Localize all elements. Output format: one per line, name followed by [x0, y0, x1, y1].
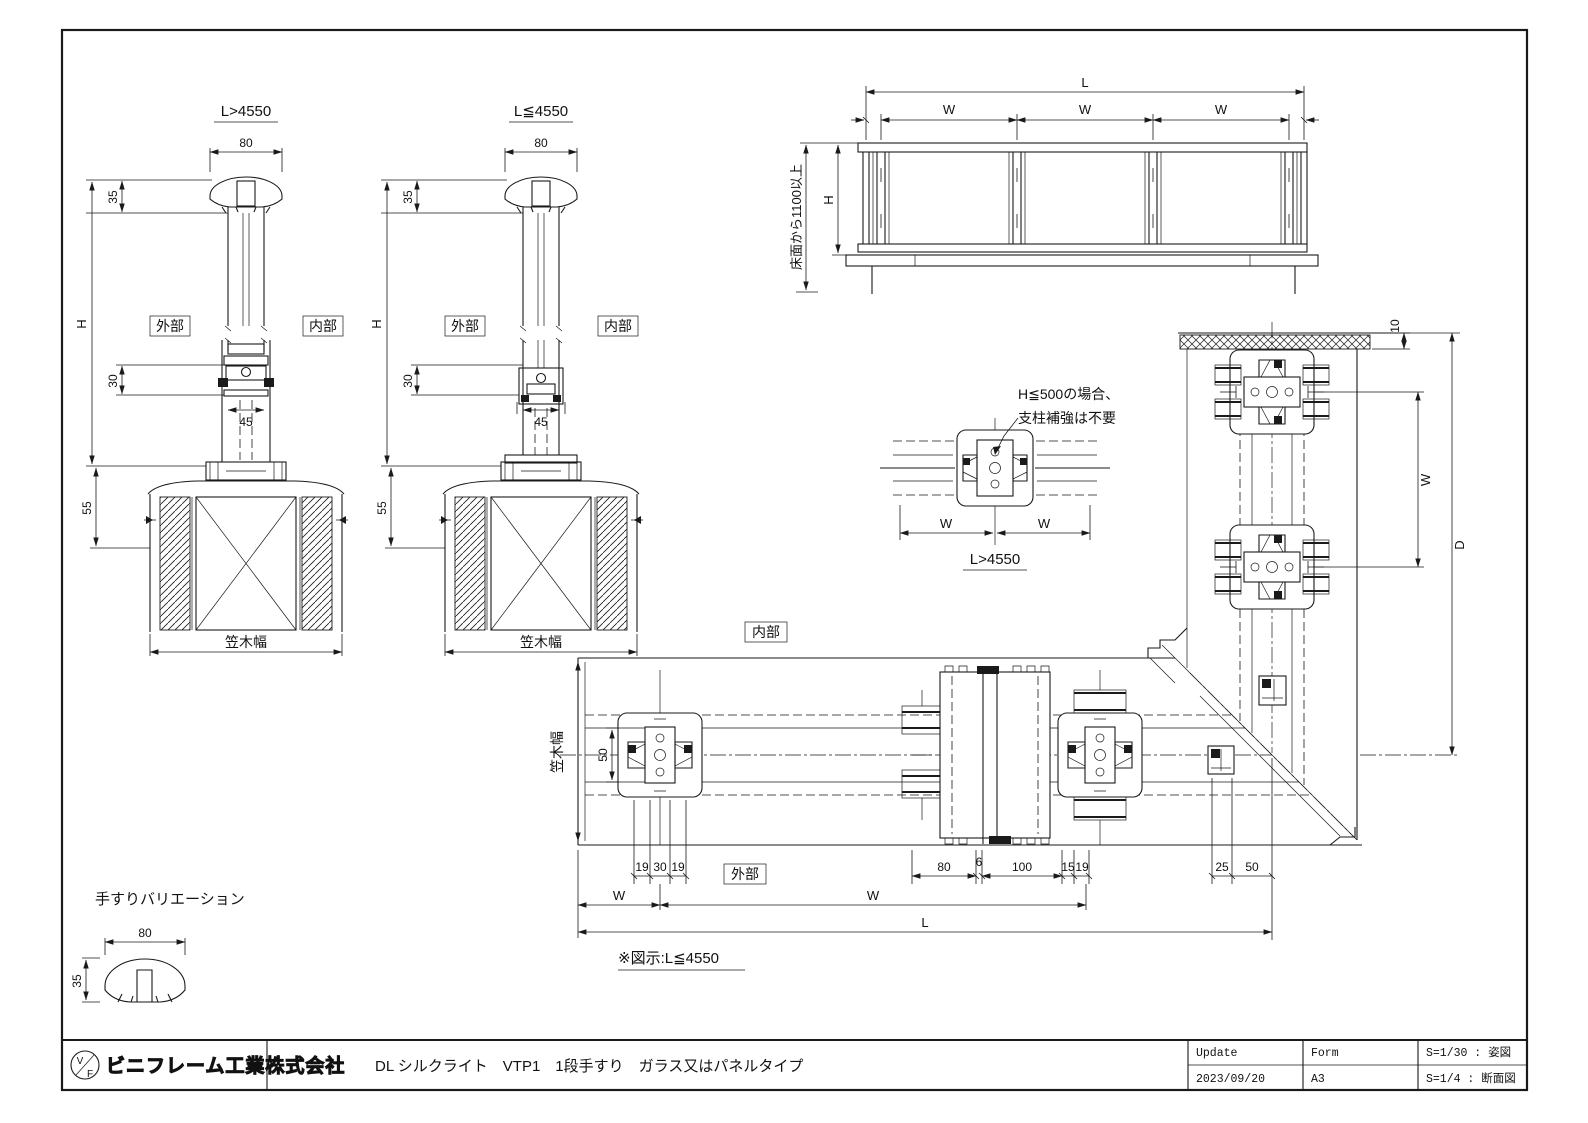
section-b-caption: L≦4550	[514, 103, 568, 120]
dim-19c: 19	[671, 860, 685, 874]
dim-80: 80	[937, 860, 951, 874]
update-value: 2023/09/20	[1196, 1073, 1265, 1086]
section-a-caption: L>4550	[221, 103, 271, 120]
dim-19: 19	[1075, 860, 1089, 874]
elevation-view: L W W W H 床面から1100以上	[789, 75, 1319, 294]
label-coping-width: 笠木幅	[520, 634, 562, 650]
dim-W2: W	[1079, 102, 1092, 117]
dim-15: 15	[1061, 860, 1075, 874]
company-logo: V F	[70, 1050, 100, 1080]
dim-W-right: W	[1038, 516, 1051, 531]
update-label: Update	[1196, 1047, 1238, 1060]
dim-55: 55	[375, 501, 389, 515]
dim-100: 100	[1012, 860, 1032, 874]
dim-30: 30	[106, 374, 120, 388]
dim-H: H	[369, 319, 384, 328]
dim-D: D	[1452, 540, 1467, 549]
variation-title: 手すりバリエーション	[95, 891, 245, 908]
handrail-variation: 手すりバリエーション 80 35	[70, 891, 245, 1003]
note-line2: 支柱補強は不要	[1018, 410, 1116, 426]
plan-note: ※図示:L≦4550	[618, 950, 719, 967]
dim-post-depth: 50	[596, 748, 610, 762]
dim-35: 35	[401, 190, 415, 204]
form-value: A3	[1311, 1073, 1325, 1086]
dim-10: 10	[1388, 319, 1402, 333]
dim-L: L	[921, 915, 928, 930]
label-coping-width: 笠木幅	[549, 731, 565, 773]
label-outside: 外部	[731, 866, 759, 882]
dim-50: 50	[1245, 860, 1259, 874]
dim-80: 80	[138, 926, 152, 940]
label-inside: 内部	[752, 624, 780, 640]
label-inside: 内部	[604, 318, 632, 334]
section-view-long: L>4550 80 外部 内部 H 35 30	[74, 103, 348, 656]
dim-W3: W	[1215, 102, 1228, 117]
dim-W1: W	[613, 888, 626, 903]
dim-H: H	[74, 319, 89, 328]
note-line1: H≦500の場合、	[1018, 386, 1119, 402]
floor-height-note: 床面から1100以上	[789, 164, 804, 270]
drawing-frame	[60, 28, 1529, 1092]
label-outside: 外部	[156, 318, 184, 334]
drawing-title: DL シルクライト VTP1 1段手すり ガラス又はパネルタイプ	[375, 1058, 803, 1075]
form-label: Form	[1311, 1047, 1339, 1060]
dim-W-left: W	[940, 516, 953, 531]
dim-80: 80	[534, 136, 548, 150]
dim-W1: W	[943, 102, 956, 117]
dim-55: 55	[80, 501, 94, 515]
dim-19a: 19	[635, 860, 649, 874]
dim-6: 6	[976, 855, 983, 869]
dim-W-strip: W	[1418, 473, 1433, 486]
logo-letter-bottom: F	[87, 1069, 93, 1080]
dim-L: L	[1081, 75, 1088, 90]
dim-25: 25	[1215, 860, 1229, 874]
dim-45: 45	[534, 415, 548, 429]
dim-30b: 30	[653, 860, 667, 874]
corner-plan-view: 10 W D	[1147, 319, 1467, 846]
dim-H: H	[821, 195, 836, 204]
scale-elevation: S=1/30 : 姿図	[1426, 1046, 1511, 1060]
dim-45: 45	[239, 415, 253, 429]
post-plan-detail: H≦500の場合、 支柱補強は不要 W W L>4550	[880, 386, 1119, 571]
title-block: V F ビニフレーム工業株式会社 DL シルクライト VTP1 1段手すり ガラ…	[62, 1039, 1527, 1090]
dim-35: 35	[70, 974, 84, 988]
label-inside: 内部	[309, 318, 337, 334]
detail-caption: L>4550	[970, 551, 1020, 568]
section-view-short: L≦4550 80 外部 内部 H 35 30 45	[369, 103, 643, 656]
scale-section: S=1/4 : 断面図	[1426, 1071, 1516, 1086]
dim-35: 35	[106, 190, 120, 204]
company-name: ビニフレーム工業株式会社	[106, 1054, 345, 1077]
dim-80: 80	[239, 136, 253, 150]
dim-30: 30	[401, 374, 415, 388]
label-outside: 外部	[451, 318, 479, 334]
logo-letter-top: V	[77, 1056, 84, 1067]
bottom-plan-view: 内部 笠木幅 50	[549, 621, 1362, 971]
dim-W2: W	[867, 888, 880, 903]
label-coping-width: 笠木幅	[225, 634, 267, 650]
